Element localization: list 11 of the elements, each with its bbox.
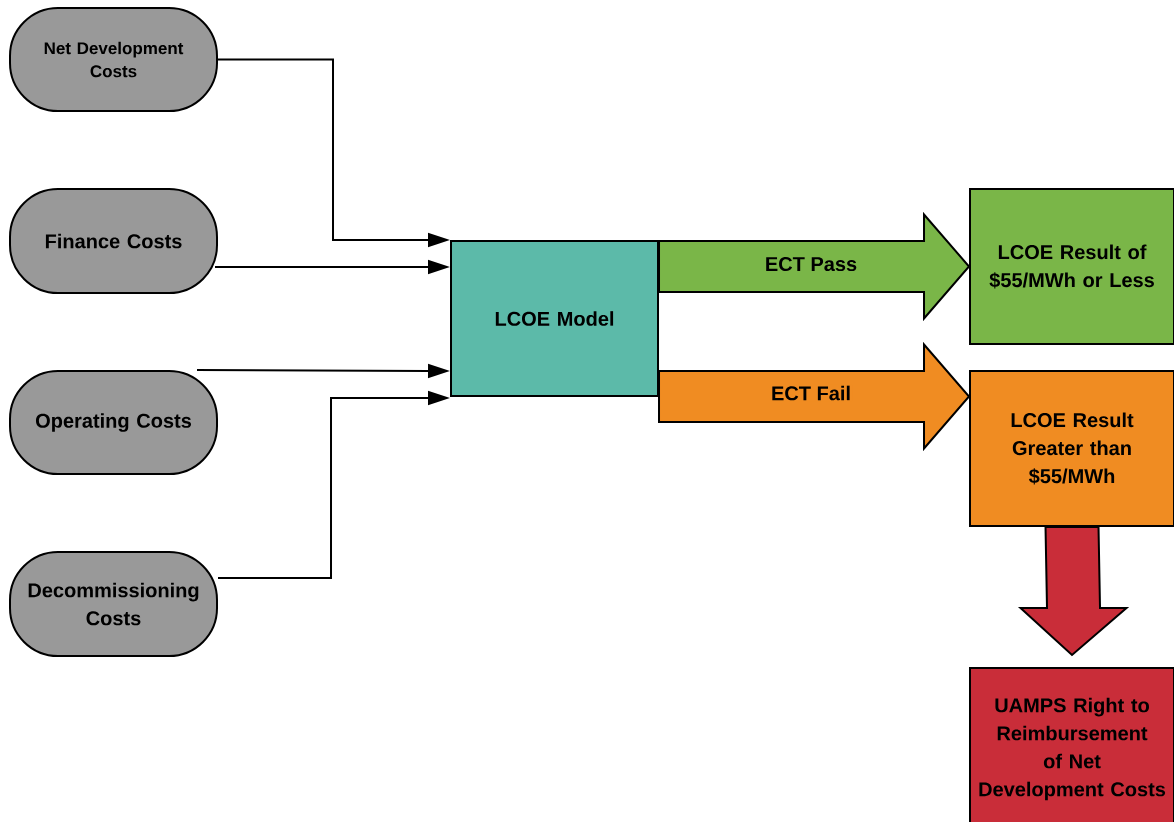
- block-arrow: [1017, 526, 1130, 657]
- process-box: LCOE Result Greater than $55/MWh: [969, 370, 1174, 527]
- process-box: LCOE Result of $55/MWh or Less: [969, 188, 1174, 345]
- cost-pill: Finance Costs: [9, 188, 218, 294]
- cost-pill: Net Development Costs: [9, 7, 218, 112]
- cost-pill: Decommissioning Costs: [9, 551, 218, 657]
- process-box: UAMPS Right to Reimbursement of Net Development Costs: [969, 667, 1174, 822]
- process-box: LCOE Model: [450, 240, 659, 397]
- block-arrow: [658, 211, 971, 322]
- block-arrow: [658, 341, 971, 452]
- cost-pill: Operating Costs: [9, 370, 218, 475]
